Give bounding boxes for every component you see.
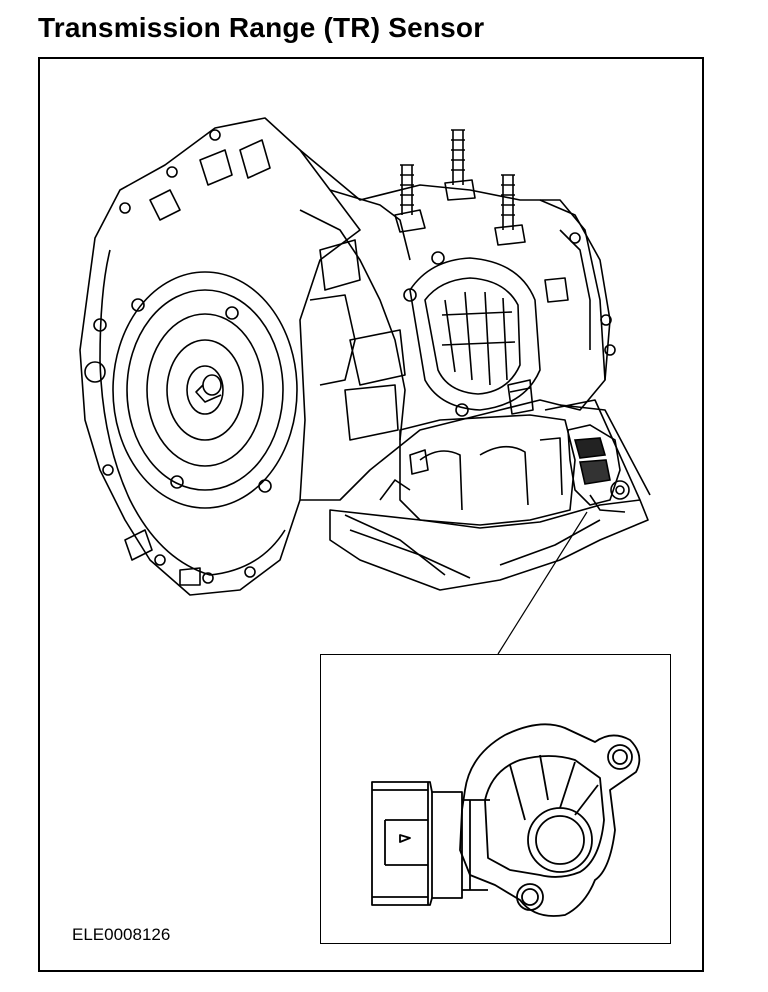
page-title: Transmission Range (TR) Sensor xyxy=(38,12,485,43)
tr-sensor-on-case xyxy=(567,424,630,513)
oil-pan xyxy=(329,499,649,591)
sensor-connector xyxy=(371,781,463,906)
bell-housing-flange xyxy=(79,117,361,596)
leader-line xyxy=(497,511,588,655)
mounting-studs xyxy=(394,129,526,246)
torque-converter xyxy=(112,271,298,509)
figure-frame xyxy=(38,57,704,972)
detail-inset xyxy=(320,654,671,944)
figure-id-label: ELE0008126 xyxy=(72,925,171,944)
valve-body xyxy=(399,414,576,526)
transmission-case xyxy=(299,149,606,501)
